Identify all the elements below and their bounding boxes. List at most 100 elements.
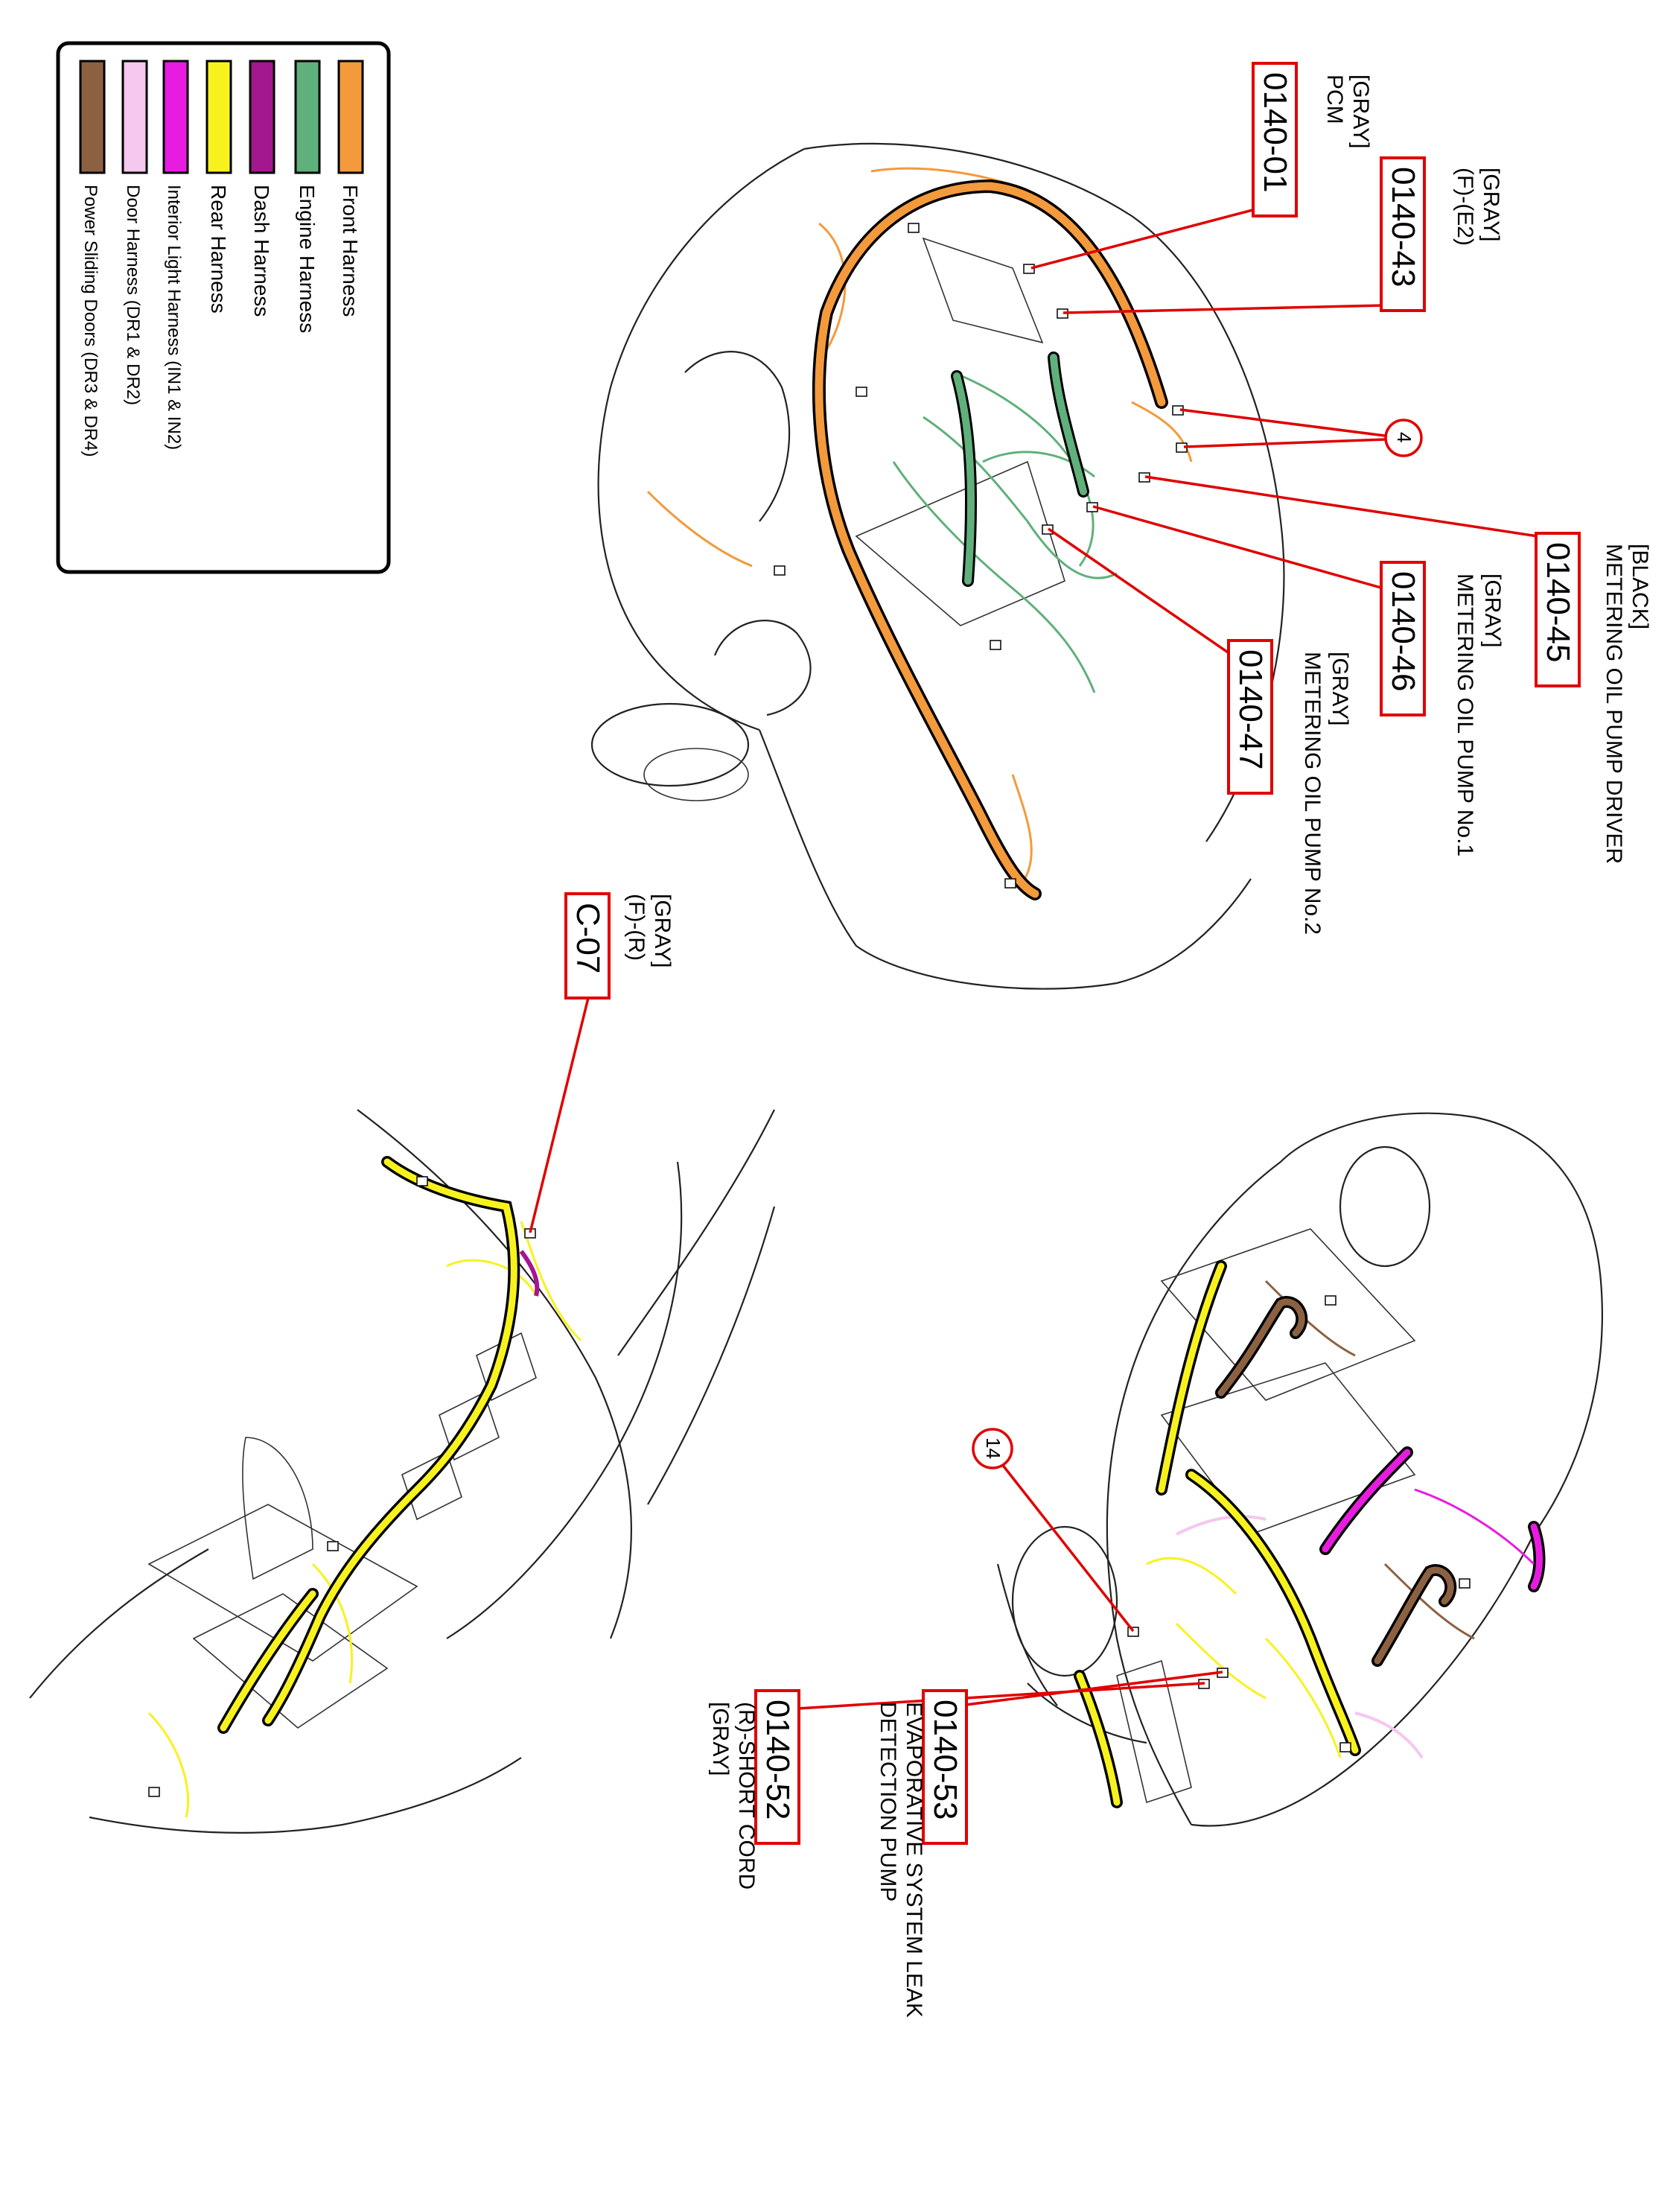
connector-0140-47-code: 0140-47: [1232, 649, 1269, 769]
engine-harness-branch: [923, 416, 1118, 579]
psd-harness-trunk: [1217, 1298, 1305, 1396]
engine-harness-branch: [892, 461, 1096, 693]
leader-0140-01: [1030, 207, 1259, 270]
interior-outline-f: [647, 1206, 776, 1505]
legend-label-rear-harness: Rear Harness: [207, 185, 230, 314]
interior-outline-c: [617, 1109, 775, 1356]
connector-0140-01-code: 0140-01: [1257, 72, 1293, 192]
connector-c-07-label: C-07 [GRAY] (F)-(R): [564, 892, 675, 999]
engine-bay-connectors: [774, 223, 1188, 889]
connector-0140-01-box: [1252, 62, 1298, 217]
connector-0140-01-name: PCM: [1322, 74, 1347, 124]
vehicle-body-illustration: 14: [785, 1112, 1603, 1827]
connector: [416, 1176, 428, 1186]
connector-0140-45-color: [BLACK]: [1628, 544, 1652, 629]
legend-label-door-harness: Door Harness (DR1 & DR2): [123, 185, 143, 405]
fog-light-outline: [713, 620, 812, 716]
psd-harness-branch: [1383, 1563, 1475, 1640]
connector-0140-52-name: (R)-SHORT CORD: [734, 1702, 759, 1890]
connector-0140-47-label: 0140-47 [GRAY] METERING OIL PUMP No.2: [1227, 639, 1352, 935]
engine-bay-outline-left: [597, 148, 805, 731]
front-door-panel: [1160, 1362, 1416, 1535]
connector-0140-01-color: [GRAY]: [1348, 74, 1373, 148]
engine-bay-outline-bottom: [758, 729, 1118, 990]
connector-0140-43-code: 0140-43: [1385, 167, 1421, 287]
front-harness-branch: [1011, 774, 1033, 887]
connector-0140-52-box: [754, 1689, 800, 1845]
callout-ground-14: [972, 1428, 1013, 1469]
rear-harness-body-trunk: [1188, 1471, 1359, 1754]
rear-harness-branches-interior: [147, 1221, 582, 1818]
engine-bay-outline-top: [803, 142, 1285, 842]
connector-0140-45-name: METERING OIL PUMP DRIVER: [1602, 544, 1626, 864]
legend-swatch-front-harness: [337, 60, 364, 174]
engine-harness-trunk: [1050, 354, 1087, 495]
legend-label-front-harness: Front Harness: [339, 185, 362, 317]
legend-label-power-sliding-doors: Power Sliding Doors (DR3 & DR4): [80, 185, 101, 457]
wheel-arch-inner: [643, 748, 749, 801]
connector: [1325, 1295, 1336, 1306]
rear-harness-interior-trunk: [264, 1158, 517, 1724]
callout-ground-4-label: 4: [1393, 432, 1415, 442]
rear-harness-branch: [1175, 1622, 1267, 1700]
callout-ground-14-label: 14: [982, 1437, 1004, 1459]
rear-harness-interior-trunk: [220, 1590, 316, 1732]
connector-0140-47-box: [1227, 639, 1273, 795]
connector-0140-53-name-line1: EVAPORATIVE SYSTEM LEAK: [902, 1702, 926, 2018]
connector-0140-45-label: 0140-45 [BLACK] METERING OIL PUMP DRIVER: [1535, 532, 1652, 864]
rear-harness-body-trunk: [1158, 1262, 1225, 1493]
wheel-outline-front: [1011, 1525, 1118, 1677]
connector-0140-47-color: [GRAY]: [1328, 652, 1352, 725]
interior-outline-a: [357, 1109, 632, 1639]
engine-harness-trunk: [953, 372, 975, 585]
console-box: [192, 1593, 389, 1729]
rear-harness-branch: [446, 1259, 538, 1297]
engine-block-outline: [855, 460, 1065, 626]
connector-0140-45-box: [1535, 532, 1581, 687]
connector-c-07-color: [GRAY]: [650, 894, 675, 967]
power-sliding-door-harness-branches: [1264, 1280, 1475, 1640]
front-harness-branch: [646, 490, 753, 568]
front-harness-trunk: [815, 182, 1166, 898]
bumper-panel: [1116, 1659, 1192, 1804]
leader-0140-45: [1144, 475, 1538, 538]
interior-outline-d: [29, 1548, 209, 1699]
connector: [774, 565, 786, 576]
legend-swatch-power-sliding-doors: [79, 60, 106, 174]
headlight-outline: [684, 351, 791, 522]
legend-label-engine-harness: Engine Harness: [296, 185, 319, 333]
legend: Front Harness Engine Harness Dash Harnes…: [56, 41, 391, 574]
connector: [327, 1541, 339, 1551]
connector-0140-46-code: 0140-46: [1385, 571, 1421, 691]
callout-ground-4: [1384, 419, 1423, 457]
rear-harness-interior-trunk-outline: [262, 1156, 520, 1726]
interior-light-harness-branch: [1414, 1488, 1535, 1566]
psd-harness-trunk: [1374, 1566, 1454, 1665]
connector: [856, 387, 867, 397]
connector: [1459, 1578, 1471, 1589]
leader-ground-4-a: [1179, 408, 1386, 437]
leader-ground-14: [1000, 1462, 1135, 1633]
legend-swatch-interior-light-harness: [162, 60, 189, 174]
engine-bay-outline-rear: [1116, 878, 1252, 985]
connector: [1004, 878, 1016, 889]
rear-door-panel: [1160, 1228, 1416, 1401]
battery-outline: [922, 237, 1044, 344]
legend-label-dash-harness: Dash Harness: [250, 185, 273, 317]
body-outline-front: [1106, 1161, 1281, 1825]
connector-0140-53-code: 0140-53: [927, 1700, 963, 1820]
connector-ground-14: [1127, 1627, 1139, 1637]
connector-0140-46-name: METERING OIL PUMP No.1: [1453, 573, 1477, 856]
dash-harness-segment: [519, 1250, 540, 1297]
connector-0140-46-color: [GRAY]: [1480, 573, 1505, 647]
wheel-arch-outline: [590, 702, 750, 787]
legend-swatch-engine-harness: [294, 60, 321, 174]
connector: [148, 1787, 160, 1797]
connector-c-07-box: [564, 892, 611, 999]
leader-0140-47: [1048, 527, 1233, 657]
psd-harness-branch: [1264, 1280, 1356, 1357]
connector-0140-52-label: 0140-52 (R)-SHORT CORD [GRAY]: [708, 1689, 800, 1890]
pedal-brake: [401, 1451, 462, 1521]
